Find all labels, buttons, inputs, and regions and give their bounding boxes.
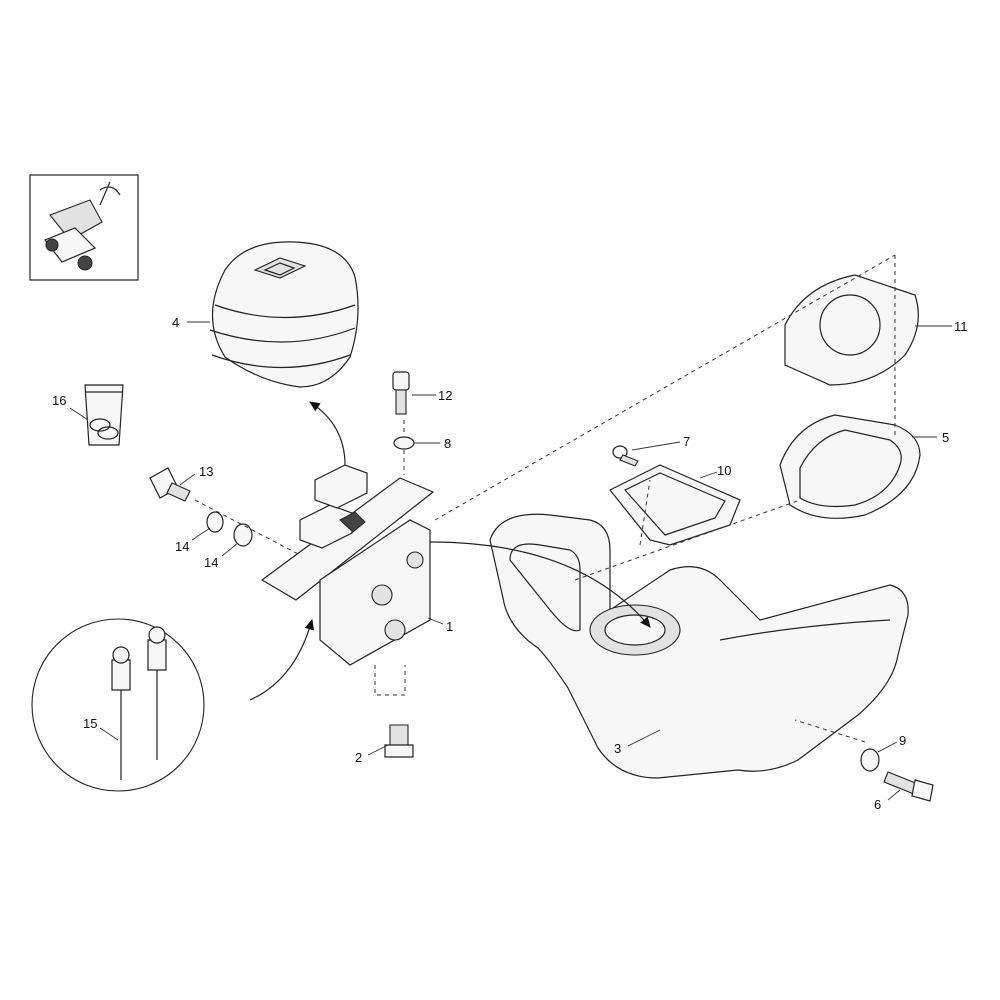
arrow-inset [249,618,314,701]
part-15-spool-inset [31,618,205,792]
part-10-gasket [609,464,741,546]
arrow-boot [308,401,346,466]
leader-lines [69,321,952,801]
part-8-washer [393,436,415,450]
callout-11: 11 [954,319,968,334]
callout-1: 1 [446,619,453,634]
part-14-washer-a [206,511,224,533]
callout-9: 9 [899,733,906,748]
callout-16: 16 [52,393,66,408]
part-2-fitting [384,724,414,758]
locator-thumbnail [29,174,139,281]
callout-6: 6 [874,797,881,812]
callout-10: 10 [717,463,731,478]
part-12-bolt [392,371,410,415]
callout-7: 7 [683,434,690,449]
callout-13: 13 [199,464,213,479]
callout-5: 5 [942,430,949,445]
arrow-valve-to-housing [429,541,651,628]
part-5-seal [779,414,921,519]
callout-3: 3 [614,741,621,756]
part-16-seal-kit [84,384,124,446]
part-14-washer-b [233,523,253,547]
callout-14-b: 14 [204,555,218,570]
callout-15: 15 [83,716,97,731]
callout-2: 2 [355,750,362,765]
callout-8: 8 [444,436,451,451]
callout-12: 12 [438,388,452,403]
part-7-screw [612,445,639,467]
part-9-washer [860,748,880,772]
part-1-control-valve [260,464,435,666]
callout-14-a: 14 [175,539,189,554]
part-4-rubber-boot [209,241,359,388]
part-6-bolt [883,771,934,802]
part-13-fitting [149,467,191,502]
part-3-console-housing [489,513,909,779]
part-11-plate [784,274,919,386]
callout-4: 4 [172,315,179,330]
